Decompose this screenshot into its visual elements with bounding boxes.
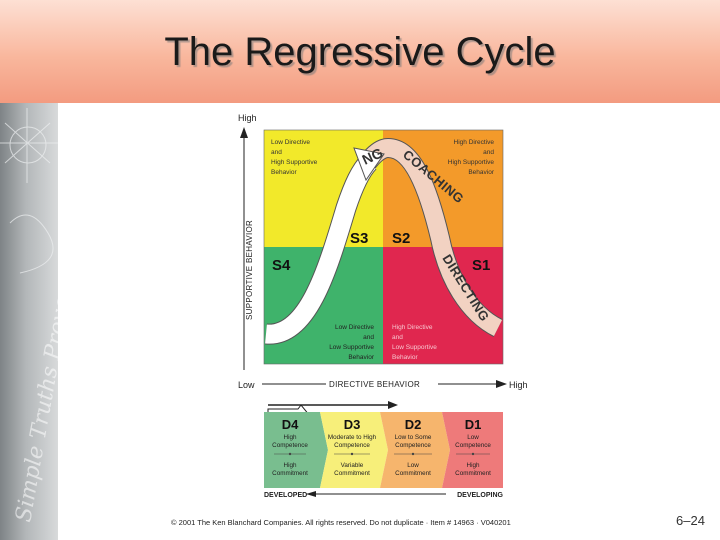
s3-label: S3 (350, 230, 368, 247)
title-banner (0, 0, 720, 103)
svg-text:Competence: Competence (455, 442, 491, 449)
y-axis-high-label: High (238, 113, 257, 123)
svg-text:Low: Low (467, 434, 479, 441)
svg-text:D1: D1 (465, 417, 482, 432)
d3-box (320, 412, 388, 488)
svg-text:Competence: Competence (272, 442, 308, 449)
svg-text:Variable: Variable (341, 462, 364, 469)
dev-divider-dots (288, 452, 475, 456)
s2-label: S2 (392, 230, 410, 247)
svg-text:and: and (271, 149, 282, 156)
sidebar-script-text: Simple Truths Proven Results (11, 193, 58, 524)
svg-text:Behavior: Behavior (348, 354, 374, 361)
d1-box (442, 412, 503, 488)
svg-text:Low to Some: Low to Some (395, 434, 432, 441)
svg-text:and: and (363, 334, 374, 341)
page-number: 6–24 (676, 513, 705, 528)
x-axis-label: DIRECTIVE BEHAVIOR (329, 380, 420, 389)
d3-block: D3 Moderate to High Competence Variable … (328, 417, 377, 477)
s4-description: Low Directive and Low Supportive Behavio… (329, 324, 375, 361)
d4-box (264, 412, 328, 488)
developing-label: DEVELOPING (457, 492, 503, 499)
svg-text:D2: D2 (405, 417, 422, 432)
svg-text:Commitment: Commitment (455, 470, 491, 477)
watermark-art: Simple Truths Proven Results (0, 108, 58, 524)
svg-text:High: High (467, 462, 480, 469)
development-arrowhead (388, 401, 398, 409)
svg-text:Low Supportive: Low Supportive (329, 344, 374, 351)
svg-text:Low: Low (407, 462, 419, 469)
d4-block: D4 High Competence High Commitment (272, 417, 308, 477)
svg-text:High Supportive: High Supportive (448, 159, 495, 166)
situational-leadership-diagram: High SUPPORTIVE BEHAVIOR Low DIRECTIVE B… (238, 113, 528, 499)
sidebar-watermark-panel: Simple Truths Proven Results (0, 103, 58, 540)
svg-text:Low Directive: Low Directive (271, 139, 310, 146)
x-axis-high-label: High (509, 380, 528, 390)
svg-text:D3: D3 (344, 417, 361, 432)
s3-description: Low Directive and High Supportive Behavi… (271, 139, 318, 176)
y-axis-label: SUPPORTIVE BEHAVIOR (245, 220, 254, 320)
svg-text:High Directive: High Directive (392, 324, 433, 331)
svg-text:Behavior: Behavior (271, 169, 297, 176)
svg-text:Competence: Competence (395, 442, 431, 449)
svg-text:High: High (284, 462, 297, 469)
svg-text:High: High (284, 434, 297, 441)
svg-text:Commitment: Commitment (272, 470, 308, 477)
copyright-footer: © 2001 The Ken Blanchard Companies. All … (171, 518, 511, 527)
s1-label: S1 (472, 257, 490, 274)
svg-text:High Supportive: High Supportive (271, 159, 318, 166)
x-axis-arrowhead (496, 380, 507, 388)
svg-text:Behavior: Behavior (392, 354, 418, 361)
svg-text:Competence: Competence (334, 442, 370, 449)
svg-text:Commitment: Commitment (334, 470, 370, 477)
x-axis-low-label: Low (238, 380, 255, 390)
svg-text:Commitment: Commitment (395, 470, 431, 477)
d1-block: D1 Low Competence High Commitment (455, 417, 491, 477)
s4-label: S4 (272, 257, 291, 274)
svg-text:Behavior: Behavior (468, 169, 494, 176)
svg-text:D4: D4 (282, 417, 299, 432)
svg-text:Moderate to High: Moderate to High (328, 434, 377, 441)
svg-text:High Directive: High Directive (454, 139, 495, 146)
developed-label: DEVELOPED (264, 492, 307, 499)
quadrant-border (263, 129, 504, 365)
svg-text:and: and (392, 334, 403, 341)
regressive-arrow-body (265, 155, 377, 344)
s1-description: High Directive and Low Supportive Behavi… (392, 324, 437, 361)
s2-description: High Directive and High Supportive Behav… (448, 139, 495, 176)
y-axis-arrowhead (240, 127, 248, 138)
svg-text:Low Directive: Low Directive (335, 324, 374, 331)
d2-box (380, 412, 450, 488)
d2-block: D2 Low to Some Competence Low Commitment (395, 417, 432, 477)
svg-text:and: and (483, 149, 494, 156)
slide-title: The Regressive Cycle (164, 30, 556, 74)
svg-text:Low Supportive: Low Supportive (392, 344, 437, 351)
continuum-arrowhead (306, 491, 316, 497)
regressive-arrowhead (353, 147, 385, 182)
